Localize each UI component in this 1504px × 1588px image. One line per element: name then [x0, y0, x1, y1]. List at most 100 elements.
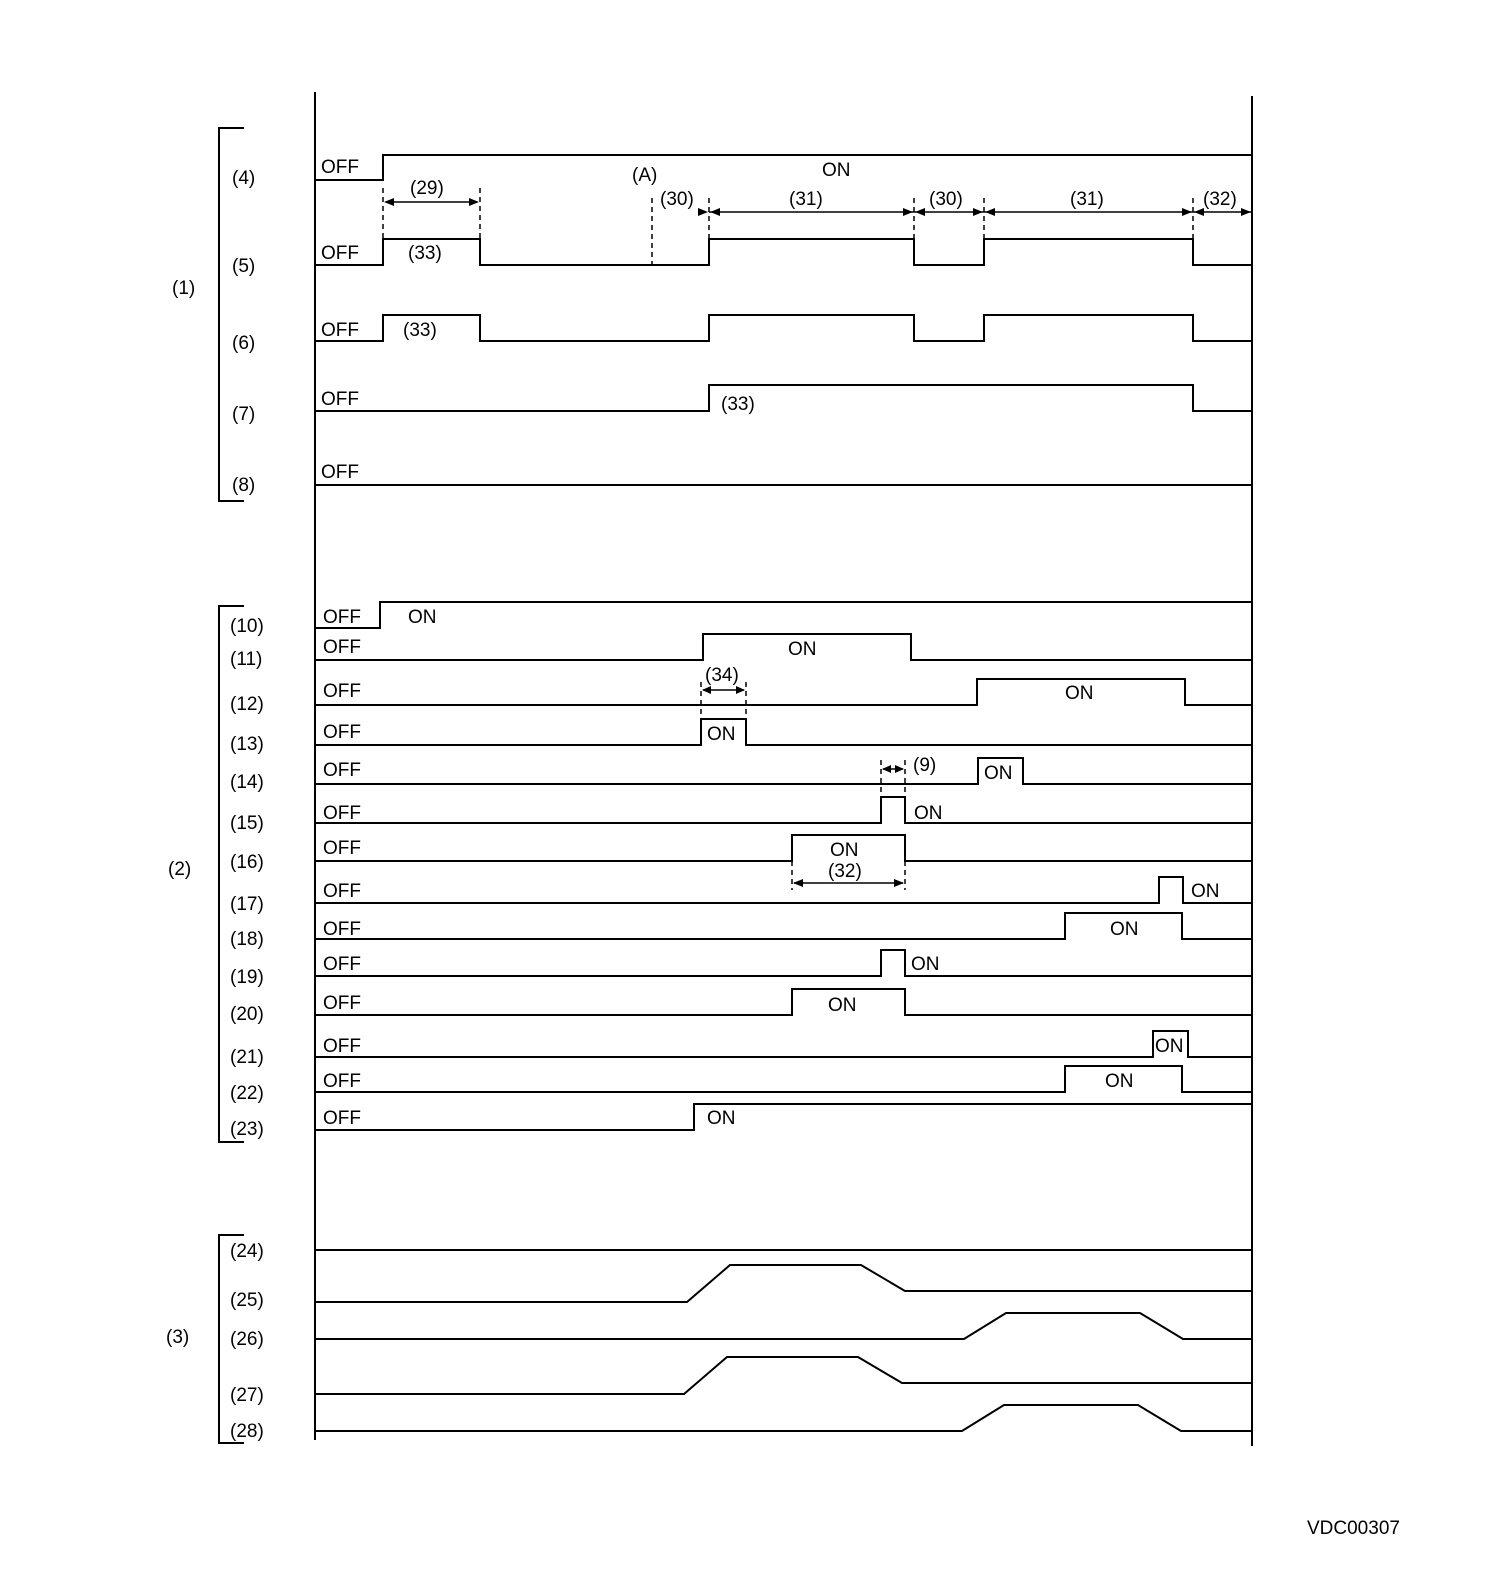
annotation-on-23: ON	[707, 1108, 736, 1129]
waveform-12	[315, 678, 1252, 706]
annotation-30a: (30)	[660, 189, 694, 210]
off-label-8: OFF	[321, 462, 359, 483]
row-label-19: (19)	[230, 967, 264, 988]
annotation-30b: (30)	[929, 189, 963, 210]
annotation-29: (29)	[410, 178, 444, 199]
annotation-33-row5: (33)	[408, 243, 442, 264]
group-label-2: (2)	[168, 859, 191, 880]
off-label-4: OFF	[321, 157, 359, 178]
annotation-32a: (32)	[1203, 189, 1237, 210]
annotation-34: (34)	[705, 665, 739, 686]
waveform-20	[315, 988, 1252, 1016]
annotation-on-20: ON	[828, 995, 857, 1016]
annotation-on-22: ON	[1105, 1071, 1134, 1092]
arrow-34-right	[736, 686, 745, 694]
off-label-13: OFF	[323, 722, 361, 743]
arrow-30b-right	[973, 208, 983, 216]
waveform-25	[315, 1264, 1252, 1303]
annotation-on-11: ON	[788, 639, 817, 660]
waveform-7	[315, 384, 1252, 412]
row-label-16: (16)	[230, 852, 264, 873]
off-label-19: OFF	[323, 954, 361, 975]
arrow-32b-right	[894, 879, 904, 887]
group-label-3: (3)	[166, 1327, 189, 1348]
group-bracket-1	[218, 127, 244, 502]
off-label-11: OFF	[323, 637, 361, 658]
row-label-8: (8)	[232, 475, 255, 496]
arrow-29-left	[384, 198, 394, 206]
waveform-14	[315, 757, 1252, 785]
off-label-18: OFF	[323, 919, 361, 940]
annotation-32b: (32)	[828, 861, 862, 882]
waveform-27	[315, 1356, 1252, 1395]
arrow-9-left	[882, 765, 891, 773]
arrow-31b-right	[1182, 208, 1192, 216]
arrow-30b-left	[915, 208, 925, 216]
annotation-9: (9)	[913, 755, 936, 776]
off-label-17: OFF	[323, 881, 361, 902]
waveform-4	[315, 154, 1252, 181]
arrow-31a-left	[710, 208, 720, 216]
annotation-on-12: ON	[1065, 683, 1094, 704]
annotation-on-15: ON	[914, 803, 943, 824]
annotation-on-4: ON	[822, 160, 851, 181]
arrow-29-right	[469, 198, 479, 206]
off-label-20: OFF	[323, 993, 361, 1014]
row-label-14: (14)	[230, 772, 264, 793]
row-label-23: (23)	[230, 1119, 264, 1140]
off-label-22: OFF	[323, 1071, 361, 1092]
waveform-17	[315, 876, 1252, 904]
row-label-20: (20)	[230, 1004, 264, 1025]
annotation-on-21: ON	[1155, 1036, 1184, 1057]
group-bracket-2	[218, 605, 244, 1143]
annotation-33-row6: (33)	[403, 320, 437, 341]
waveform-15	[315, 796, 1252, 824]
row-label-28: (28)	[230, 1421, 264, 1442]
row-label-27: (27)	[230, 1385, 264, 1406]
waveform-6	[315, 314, 1252, 342]
off-label-6: OFF	[321, 320, 359, 341]
annotation-on-17: ON	[1191, 881, 1220, 902]
row-label-11: (11)	[230, 649, 262, 670]
row-label-22: (22)	[230, 1083, 264, 1104]
annotation-31b: (31)	[1070, 189, 1104, 210]
waveform-10	[315, 601, 1252, 629]
group-label-1: (1)	[172, 278, 195, 299]
annotation-A: (A)	[632, 165, 657, 186]
annotation-on-18: ON	[1110, 919, 1139, 940]
row-label-10: (10)	[230, 616, 264, 637]
waveform-19	[315, 949, 1252, 977]
row-label-15: (15)	[230, 813, 264, 834]
off-label-7: OFF	[321, 389, 359, 410]
row-label-13: (13)	[230, 734, 264, 755]
row-label-6: (6)	[232, 333, 255, 354]
arrow-9-right	[895, 765, 904, 773]
waveform-23	[315, 1103, 1252, 1131]
off-label-16: OFF	[323, 838, 361, 859]
off-label-15: OFF	[323, 803, 361, 824]
waveform-13	[315, 718, 1252, 746]
annotation-31a: (31)	[789, 189, 823, 210]
waveform-16	[315, 834, 1252, 862]
row-label-21: (21)	[230, 1047, 264, 1068]
row-label-26: (26)	[230, 1329, 264, 1350]
arrow-31b-left	[985, 208, 995, 216]
row-label-25: (25)	[230, 1290, 264, 1311]
waveform-5	[315, 238, 1252, 266]
arrow-32a-left	[1194, 208, 1204, 216]
row-label-4: (4)	[232, 168, 255, 189]
row-label-5: (5)	[232, 256, 255, 277]
row-label-12: (12)	[230, 694, 264, 715]
off-label-5: OFF	[321, 243, 359, 264]
annotation-on-13: ON	[707, 724, 736, 745]
row-label-17: (17)	[230, 894, 264, 915]
arrow-30a-right	[698, 208, 708, 216]
off-label-12: OFF	[323, 681, 361, 702]
arrow-31a-right	[903, 208, 913, 216]
off-label-21: OFF	[323, 1036, 361, 1057]
row-label-7: (7)	[232, 404, 255, 425]
row-label-18: (18)	[230, 929, 264, 950]
waveform-28	[315, 1404, 1252, 1432]
